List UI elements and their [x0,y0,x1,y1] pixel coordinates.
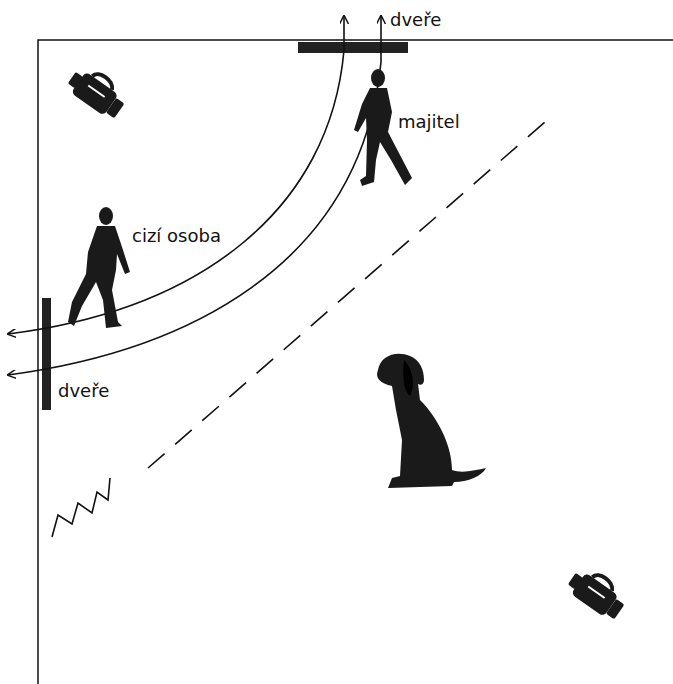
dashed-line [148,122,545,468]
person-label: majitel [396,111,462,133]
camera-icon [564,562,630,622]
person-label: cizí osoba [130,225,223,247]
wall [38,40,673,684]
door [42,298,51,410]
walk-path [8,16,381,375]
stranger-figure [68,207,130,328]
door-label: dveře [56,380,111,402]
door [298,42,408,53]
walk-path [8,16,344,334]
camera-icon [64,61,130,121]
door-label: dveře [388,9,443,31]
dog-figure [377,354,486,488]
zigzag [52,478,110,537]
